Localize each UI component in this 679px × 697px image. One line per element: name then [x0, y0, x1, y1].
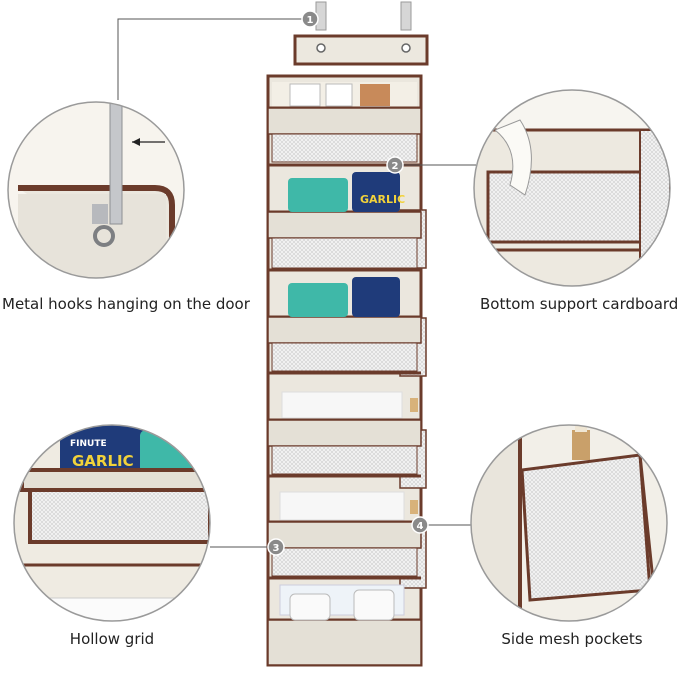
badge-3: 3 [267, 538, 285, 556]
badge-2: 2 [386, 156, 404, 174]
detail-mesh [470, 424, 668, 622]
hanging-organizer: GARLIC [266, 1, 429, 667]
badge-4: 4 [411, 516, 429, 534]
caption-grid: Hollow grid [69, 630, 155, 648]
svg-text:1: 1 [307, 15, 314, 26]
badge-1: 1 [301, 10, 319, 28]
svg-text:4: 4 [417, 521, 424, 532]
detail-grid: FINUTE GARLIC [13, 424, 211, 622]
detail-hooks [7, 101, 185, 279]
svg-text:2: 2 [392, 161, 399, 172]
package-label: GARLIC [360, 193, 405, 206]
package-label: GARLIC [72, 452, 134, 470]
door-hook-right [400, 1, 412, 31]
package-brand: FINUTE [70, 439, 107, 449]
detail-cardboard [473, 89, 671, 287]
caption-mesh: Side mesh pockets [501, 630, 643, 648]
caption-hooks: Metal hooks hanging on the door [2, 295, 250, 313]
caption-cardboard: Bottom support cardboard [480, 295, 679, 313]
svg-text:3: 3 [273, 543, 280, 554]
